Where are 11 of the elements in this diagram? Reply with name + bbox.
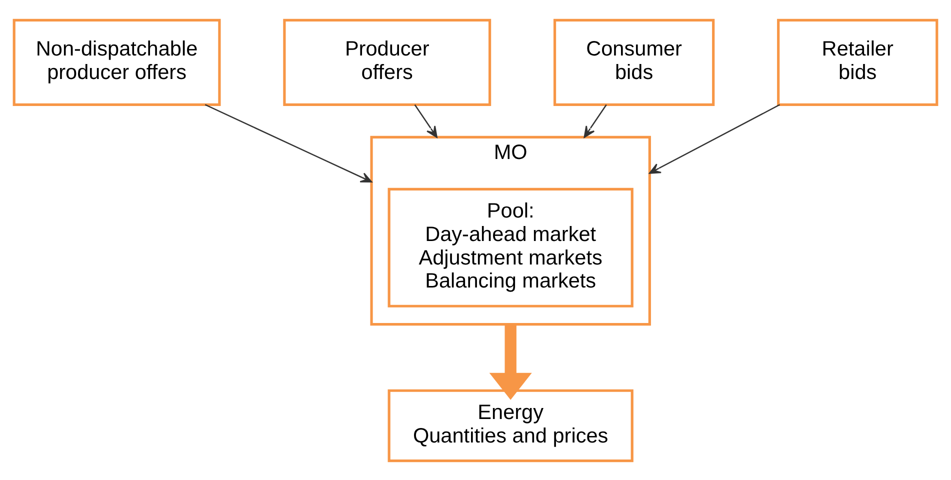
arrow (489, 324, 532, 400)
arrow (649, 104, 780, 174)
node-box: Energy Quantities and prices (388, 388, 634, 462)
node-box: Producer offers (283, 18, 492, 106)
arrow (414, 104, 438, 138)
node-box: Retailer bids (777, 18, 938, 106)
arrow (584, 104, 607, 138)
node-box: Non-dispatchable producer offers (12, 18, 221, 106)
node-box: Pool: Day-ahead market Adjustment markets Balancing markets (388, 187, 634, 307)
arrow (204, 104, 372, 182)
node-box: Consumer bids (553, 18, 715, 106)
